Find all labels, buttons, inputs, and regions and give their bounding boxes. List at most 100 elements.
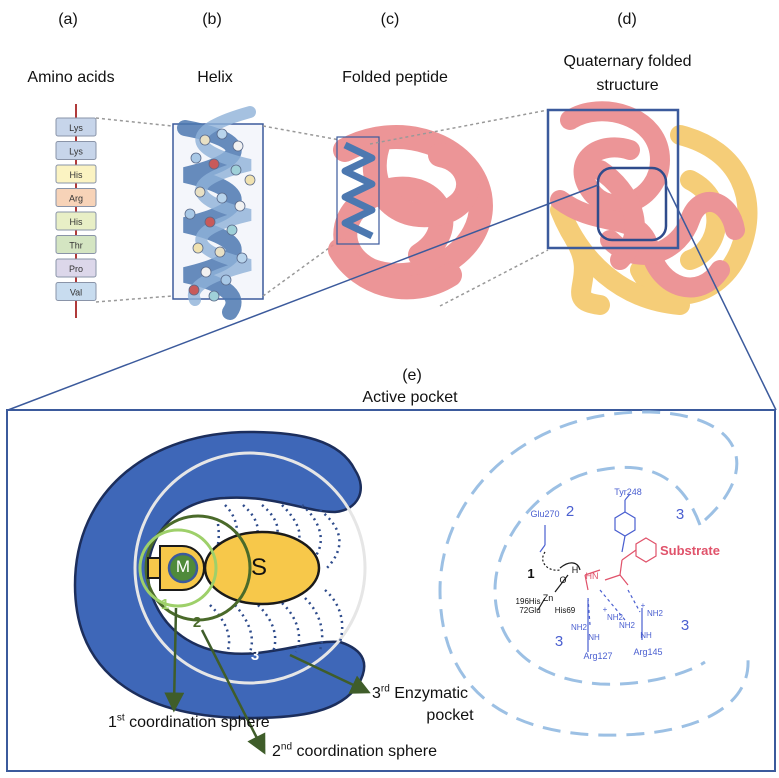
scheme-num-3-tyr: 3 [675,506,685,523]
active-site-box [596,166,668,242]
scheme-substrate: Substrate [660,543,720,558]
sphere-3-number: 3 [250,647,260,664]
residue-box: Lys [55,141,97,160]
scheme-nh2-4: NH2 [618,621,635,630]
third-sphere-label: 3rd Enzymatic [372,683,469,702]
metal-ion [167,552,199,584]
arrow-sphere-3 [289,653,371,694]
residue-box: His [55,164,97,184]
residue-label: His [70,170,83,180]
scheme-his196: 196His [515,597,541,606]
residue-box: Val [55,282,97,301]
helix-bead [216,128,228,140]
helix-bead [188,284,200,296]
helix-bead [194,186,206,198]
sphere-2-circle [144,514,252,622]
scheme-plus-1: + [602,605,608,614]
residue-label: Val [70,288,82,298]
scheme-tyr248: Tyr248 [614,487,642,497]
panel-b-title: Helix [197,69,233,86]
scheme-nh-2: NH [640,631,652,640]
arrow-sphere-1 [164,607,185,713]
helix-illustration [172,106,264,320]
residue-label: Thr [69,241,83,251]
scheme-o: O [559,575,567,585]
scheme-h: H [571,565,579,575]
connector-c-d-bottom [439,249,549,307]
scheme-inner-dash [493,465,706,686]
panel-c-letter: (c) [380,11,400,28]
second-sphere-label: 2nd coordination sphere [272,741,438,760]
scheme-outer-dash [438,410,750,737]
panel-a-title: Amino acids [27,69,115,86]
scheme-num-3-b: 3 [680,617,690,634]
helix-bead [208,158,220,170]
panel-c-title: Folded peptide [342,69,448,86]
scheme-num-1: 1 [527,566,535,581]
panel-d-title-line1: Quaternary folded [563,53,692,70]
panel-d-letter: (d) [617,11,637,28]
folded-peptide [328,125,493,300]
panel-a-letter: (a) [58,11,78,28]
helix-bead [204,216,216,228]
scheme-zn: Zn [542,593,554,603]
helix-bead [192,242,204,254]
connector-b-c-bottom [262,242,337,297]
residue-box: Arg [55,188,97,207]
quaternary-box [546,108,680,250]
sphere-1-number: 1 [160,596,170,613]
scheme-num-2: 2 [565,503,575,520]
residue-label: Pro [69,264,83,274]
pocket-c-shape [73,430,366,720]
connector-c-d-top [369,109,549,145]
scheme-his69: His69 [554,606,576,615]
helix-bead [214,246,226,258]
helix-bead [184,208,196,220]
connector-a-b-top [95,117,173,127]
scheme-arg127: Arg127 [583,651,613,661]
panel-d-title-line2: structure [596,77,659,94]
scheme-bonds [537,493,657,652]
helix-bead [216,192,228,204]
sphere-1-circle [138,528,218,608]
residue-label: His [70,217,83,227]
residue-label: Lys [69,123,83,133]
helix-bead [220,274,232,286]
helix-bead [244,174,256,186]
helix-bead [230,164,242,176]
residue-box: Pro [55,258,97,278]
helix-bead [226,224,238,236]
metal-label: M [175,557,191,576]
helix-bead [232,140,244,152]
scheme-nh2-1: NH2 [606,613,623,622]
peptide-helix [336,136,380,245]
third-sphere-label-line2: pocket [426,707,474,724]
connector-b-c-top [262,125,341,141]
residue-box: Thr [55,235,97,254]
scheme-nh-1: NH [588,633,600,642]
zoom-line-right [665,184,777,411]
helix-bead [208,290,220,302]
helix-bead [200,266,212,278]
panel-e-title: Active pocket [362,389,458,406]
scheme-plus-2: + [640,601,646,610]
scheme-nh2-3: NH2 [646,609,663,618]
panel-b-letter: (b) [202,11,222,28]
helix-bead [199,134,211,146]
first-sphere-label: 1st coordination sphere [108,712,270,731]
arrow-sphere-2 [200,629,266,755]
residue-box: His [55,211,97,231]
scheme-glu270: Glu270 [530,509,560,519]
residue-label: Lys [69,147,83,157]
residue-label: Arg [69,194,83,204]
sphere-3-circle [133,451,367,685]
panel-e-letter: (e) [402,367,422,384]
scheme-num-3-a: 3 [554,633,564,650]
residue-box: Lys [55,117,97,137]
substrate-label: S [250,554,267,581]
connector-a-b-bottom [95,295,173,303]
scheme-nh2-2: NH2 [570,623,587,632]
zoom-line-left [7,184,599,411]
scheme-arg145: Arg145 [633,647,663,657]
